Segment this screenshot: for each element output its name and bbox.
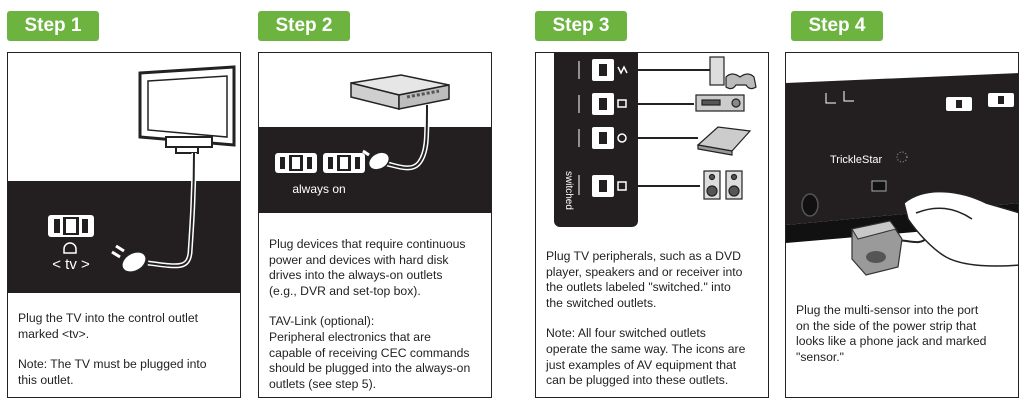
brand-label: TrickleStar (830, 154, 882, 166)
step-3-instructions: Plug TV peripherals, such as a DVD playe… (546, 249, 746, 388)
step-2-instructions: Plug devices that require continuous pow… (269, 237, 471, 391)
step-4-instructions: Plug the multi-sensor into the port on t… (796, 303, 987, 364)
step-2-diagram: always on (259, 74, 491, 213)
step-1-panel: < tv > Plug the TV into the control outl… (7, 52, 241, 398)
step-1-diagram: < tv > (8, 65, 240, 293)
step-3-diagram: switched (554, 53, 757, 227)
switched-label: switched (563, 171, 574, 210)
step-1-instructions: Plug the TV into the control outlet mark… (18, 311, 207, 387)
always-on-outlets-icon (275, 153, 365, 173)
step-4-panel: TrickleStar Plug the multi-sensor into t… (785, 52, 1019, 398)
step-2-panel: always on Plug devices that require cont… (258, 52, 492, 398)
step-1-tab: Step 1 (7, 11, 99, 41)
receiver-icon (695, 94, 745, 112)
step-2-tab: Step 2 (258, 11, 350, 41)
control-outlet-icon (48, 215, 94, 254)
step-4-diagram: TrickleStar (786, 73, 1018, 276)
dvd-player-icon (696, 126, 752, 156)
plug-icon (111, 244, 147, 273)
tv-outlet-label: < tv > (52, 256, 90, 273)
side-port-icon (801, 193, 819, 217)
step-4-tab: Step 4 (791, 11, 883, 41)
multi-sensor-icon (851, 220, 903, 276)
tv-icon (138, 65, 236, 154)
power-strip-icon (786, 73, 1018, 225)
step-3-panel: switched Pl (535, 52, 769, 398)
hand-icon (903, 191, 1018, 267)
speakers-icon (703, 170, 743, 200)
plug-icon (362, 149, 391, 171)
sensor-port-icon (871, 180, 887, 192)
logo-icon (896, 151, 908, 163)
always-on-label: always on (292, 182, 345, 196)
step-3-tab: Step 3 (535, 11, 627, 41)
game-console-icon (709, 56, 757, 90)
set-top-box-icon (350, 74, 450, 110)
